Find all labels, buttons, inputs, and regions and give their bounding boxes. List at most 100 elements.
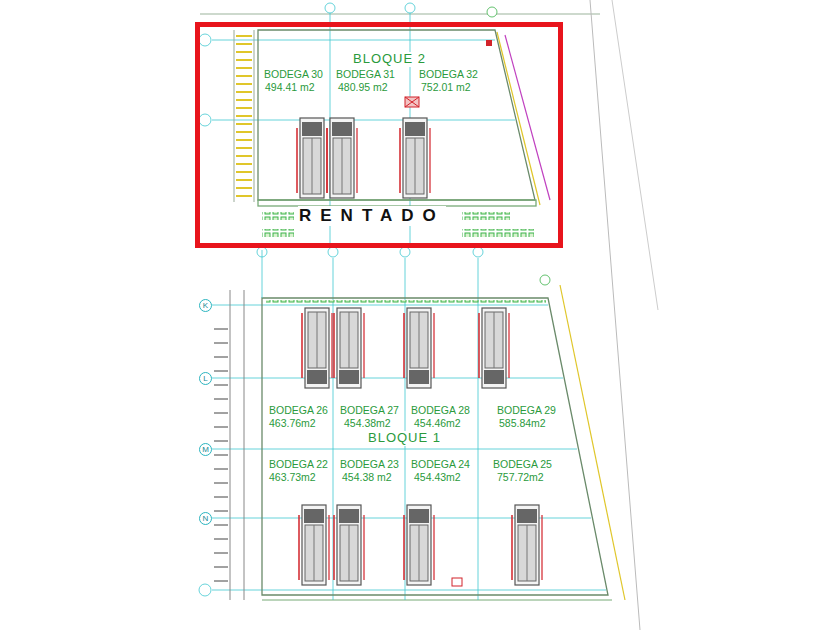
dock-marker bbox=[405, 97, 419, 107]
loading-dock bbox=[334, 308, 364, 388]
warehouse-unit: BODEGA 26463.76m2 bbox=[265, 402, 333, 432]
site-boundary bbox=[200, 0, 658, 630]
parking-stripes bbox=[230, 290, 231, 600]
rented-area-frame: RENTADOBLOQUE 2BODEGA 30494.41 m2BODEGA … bbox=[195, 22, 563, 248]
block-name: BLOQUE 2 bbox=[352, 52, 427, 67]
dock-marker bbox=[486, 40, 492, 46]
area-label: 454.38 m2 bbox=[341, 471, 393, 483]
dock-marker bbox=[405, 97, 419, 107]
green-hatch bbox=[462, 229, 534, 237]
site-boundary bbox=[590, 0, 640, 630]
warehouse-name: BODEGA 25 bbox=[492, 458, 553, 470]
grid-line bbox=[478, 258, 479, 600]
green-hatch bbox=[262, 212, 294, 220]
warehouse-name: BODEGA 29 bbox=[496, 404, 557, 416]
grid-label: L bbox=[203, 375, 207, 383]
grid-line bbox=[199, 114, 211, 126]
building-block: BLOQUE 1BODEGA 26463.76m2BODEGA 27454.38… bbox=[262, 298, 562, 598]
green-hatch bbox=[262, 229, 294, 237]
warehouse-unit: BODEGA 30494.41 m2 bbox=[258, 66, 330, 98]
building-wall bbox=[262, 250, 263, 298]
grid-bubble: N bbox=[199, 512, 212, 525]
green-hatch bbox=[262, 212, 546, 304]
loading-dock bbox=[302, 308, 332, 388]
warehouse-unit: BODEGA 24454.43m2 bbox=[407, 456, 477, 486]
grid-label: K bbox=[203, 302, 208, 310]
grid-line bbox=[212, 378, 563, 379]
site-boundary bbox=[560, 285, 625, 600]
area-label: 463.73m2 bbox=[268, 471, 317, 483]
warehouse-unit: BODEGA 32752.01 m2 bbox=[412, 66, 496, 98]
grid-line bbox=[473, 247, 483, 257]
loading-dock bbox=[299, 505, 329, 585]
parking-stripes bbox=[214, 318, 228, 590]
grid-label: N bbox=[203, 515, 209, 523]
area-label: 454.38m2 bbox=[343, 417, 392, 429]
warehouse-unit: BODEGA 23454.38 m2 bbox=[336, 456, 404, 486]
warehouse-unit: BODEGA 29585.84m2 bbox=[480, 402, 560, 432]
site-boundary bbox=[505, 35, 550, 200]
loading-dock bbox=[479, 308, 509, 388]
area-label: 454.43m2 bbox=[413, 471, 462, 483]
building-wall bbox=[258, 30, 535, 200]
area-label: 463.76m2 bbox=[268, 417, 317, 429]
grid-line bbox=[199, 3, 606, 600]
area-label: 480.95 m2 bbox=[337, 81, 389, 93]
site-boundary bbox=[612, 0, 658, 310]
site-boundary bbox=[200, 14, 600, 15]
loading-dock bbox=[512, 505, 542, 585]
grid-line bbox=[400, 247, 410, 257]
grid-label: M bbox=[202, 446, 209, 454]
warehouse-name: BODEGA 31 bbox=[335, 68, 396, 80]
dock-marker bbox=[405, 97, 419, 107]
warehouse-name: BODEGA 30 bbox=[263, 68, 324, 80]
warehouse-unit: BODEGA 31480.95 m2 bbox=[332, 66, 408, 98]
area-label: 494.41 m2 bbox=[264, 81, 316, 93]
site-boundary bbox=[497, 32, 540, 205]
loading-dock bbox=[297, 118, 542, 585]
green-hatch bbox=[266, 300, 546, 304]
parking-stripes bbox=[244, 290, 245, 600]
parking-stripes bbox=[254, 30, 255, 202]
grid-line bbox=[325, 3, 335, 13]
loading-dock bbox=[404, 505, 434, 585]
grid-line bbox=[405, 3, 415, 13]
green-hatch bbox=[462, 212, 510, 220]
loading-dock bbox=[400, 118, 430, 198]
warehouse-name: BODEGA 22 bbox=[268, 458, 329, 470]
grid-line bbox=[540, 275, 550, 285]
grid-line bbox=[212, 449, 577, 450]
grid-line bbox=[199, 34, 211, 46]
grid-bubble: M bbox=[199, 443, 212, 456]
warehouse-name: BODEGA 23 bbox=[339, 458, 400, 470]
status-label: RENTADO bbox=[298, 206, 446, 226]
parking-stripes bbox=[214, 30, 254, 600]
area-label: 752.01 m2 bbox=[420, 81, 472, 93]
building-wall bbox=[262, 298, 608, 595]
warehouse-unit: BODEGA 28454.46m2 bbox=[407, 402, 477, 432]
grid-line bbox=[328, 247, 338, 257]
parking-stripes bbox=[234, 30, 235, 202]
building-wall bbox=[258, 30, 608, 595]
warehouse-name: BODEGA 26 bbox=[268, 404, 329, 416]
loading-dock bbox=[297, 118, 327, 198]
dock-marker bbox=[405, 40, 492, 586]
warehouse-unit: BODEGA 25757.72m2 bbox=[480, 456, 560, 486]
warehouse-name: BODEGA 27 bbox=[339, 404, 400, 416]
grid-line bbox=[199, 584, 211, 596]
loading-dock bbox=[327, 118, 357, 198]
grid-bubble: L bbox=[199, 372, 212, 385]
dock-marker bbox=[452, 578, 462, 586]
warehouse-name: BODEGA 28 bbox=[410, 404, 471, 416]
grid-bubble: K bbox=[199, 299, 212, 312]
warehouse-unit: BODEGA 27454.38m2 bbox=[336, 402, 404, 432]
area-label: 454.46m2 bbox=[413, 417, 462, 429]
loading-dock bbox=[404, 308, 434, 388]
block-name: BLOQUE 1 bbox=[367, 431, 442, 446]
loading-dock bbox=[334, 505, 364, 585]
warehouse-name: BODEGA 24 bbox=[410, 458, 471, 470]
grid-line bbox=[212, 590, 606, 591]
site-boundary bbox=[262, 600, 612, 601]
